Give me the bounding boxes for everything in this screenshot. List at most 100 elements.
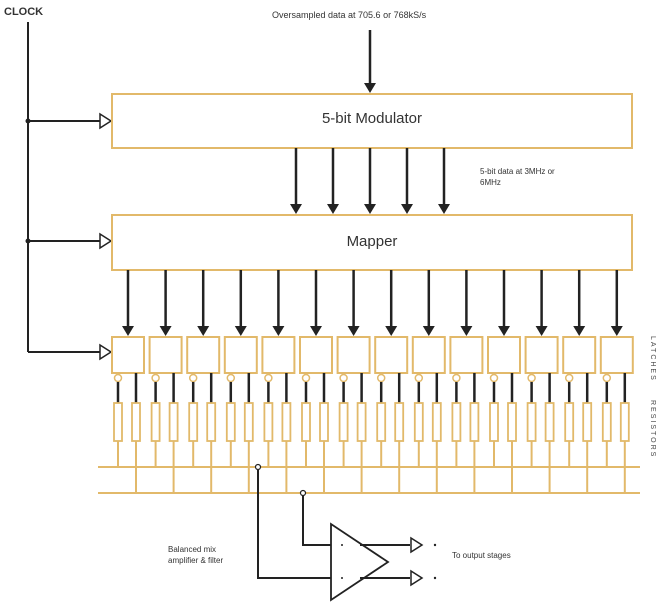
resistor-icon xyxy=(413,402,424,442)
latch-block xyxy=(562,336,597,374)
mapper-output-arrow-icon-head xyxy=(535,326,548,336)
output-arrow-icon xyxy=(410,569,424,587)
amp-input-positive xyxy=(302,496,331,546)
latch-block xyxy=(261,336,296,374)
resistor-icon xyxy=(263,402,274,442)
latch-block xyxy=(223,336,258,374)
resistor-icon xyxy=(113,402,123,442)
resistor-icon xyxy=(188,402,199,442)
resistor-icon xyxy=(338,402,349,442)
resistor-icon xyxy=(168,402,179,442)
output-label: To output stages xyxy=(452,551,511,560)
input-arrow-icon-head xyxy=(364,83,376,93)
resistor-icon xyxy=(376,402,387,442)
resistor-icon xyxy=(526,402,537,442)
latch-block xyxy=(336,336,371,374)
resistor-icon xyxy=(225,402,236,442)
mapper-output-arrow-icon-head xyxy=(122,326,134,336)
amp-pin-dot xyxy=(341,544,343,546)
inverted-output-icon xyxy=(376,373,386,383)
mapper-output-arrow-icon-head xyxy=(385,326,398,336)
latch-block xyxy=(599,336,634,374)
input-label: Oversampled data at 705.6 or 768kS/s xyxy=(272,10,427,20)
modulator-block xyxy=(111,93,633,149)
resistor-icon xyxy=(507,402,517,442)
amplifier-triangle-icon xyxy=(330,522,390,602)
inverted-output-icon xyxy=(452,373,461,383)
resistor-icon xyxy=(394,402,405,442)
resistor-icon xyxy=(431,402,442,442)
amplifier-label: Balanced mix amplifier & filter xyxy=(168,545,224,565)
resistor-icon xyxy=(243,402,254,442)
inverted-output-icon xyxy=(113,373,123,383)
mapper-output-arrow-icon-head xyxy=(310,326,322,336)
junction-dot xyxy=(25,238,31,244)
amp-input-negative xyxy=(257,470,331,579)
mapper-label: Mapper xyxy=(346,233,398,250)
inverted-output-icon xyxy=(226,373,236,383)
inverted-output-icon xyxy=(339,373,348,383)
mapper-output-arrow-icon-head xyxy=(272,326,285,336)
terminal-dot xyxy=(433,543,437,547)
mapper-block xyxy=(111,214,633,271)
latch-block xyxy=(111,336,145,374)
resistor-icon xyxy=(301,402,311,442)
clock-input-arrow-icon xyxy=(99,112,113,130)
output-arrow-icon xyxy=(410,536,424,554)
resistor-icon xyxy=(544,402,555,442)
bit-line-arrow-icon-head xyxy=(438,204,450,214)
clock-input-arrow-icon xyxy=(99,343,113,361)
mapper-output-arrow-icon-head xyxy=(234,326,247,336)
mapper-output-arrow-icon-head xyxy=(197,326,210,336)
resistor-icon xyxy=(619,402,630,442)
resistor-icon xyxy=(150,402,161,442)
latch-block xyxy=(148,336,183,374)
resistor-icon xyxy=(489,402,499,442)
mapper-output-arrow-icon-head xyxy=(573,326,586,336)
resistor-icon xyxy=(601,402,612,442)
inverted-output-icon xyxy=(489,373,499,383)
clock-label: CLOCK xyxy=(4,6,44,18)
inverted-output-icon xyxy=(564,373,574,383)
modulator-label: 5-bit Modulator xyxy=(321,110,423,127)
latch-block xyxy=(449,336,484,374)
resistor-icon xyxy=(469,402,480,442)
inverted-output-icon xyxy=(527,373,536,383)
bit-line-arrow-icon-head xyxy=(401,204,413,214)
resistor-icon xyxy=(206,402,217,442)
terminal-dot xyxy=(433,576,437,580)
resistor-icon xyxy=(564,402,575,442)
latches-label: LATCHES xyxy=(649,336,656,382)
inverted-output-icon xyxy=(301,373,311,383)
inverted-output-icon xyxy=(151,373,160,383)
junction-dot xyxy=(254,463,262,471)
bits-label: 5-bit data at 3MHz or 6MHz xyxy=(480,167,555,187)
bit-line-arrow-icon-head xyxy=(327,204,339,214)
resistor-icon xyxy=(451,402,462,442)
bit-line-arrow-icon-head xyxy=(364,204,376,214)
mapper-output-arrow-icon-head xyxy=(460,326,473,336)
resistor-icon xyxy=(582,402,593,442)
latch-block xyxy=(524,336,559,374)
mapper-output-arrow-icon-head xyxy=(498,326,510,336)
inverted-output-icon xyxy=(264,373,273,383)
inverted-output-icon xyxy=(602,373,612,383)
latch-block xyxy=(411,336,446,374)
resistor-icon xyxy=(319,402,329,442)
mapper-output-arrow-icon-head xyxy=(159,326,172,336)
inverted-output-icon xyxy=(414,373,424,383)
junction-dot xyxy=(299,489,307,497)
resistor-icon xyxy=(131,402,141,442)
resistor-icon xyxy=(281,402,292,442)
mapper-output-arrow-icon-head xyxy=(347,326,360,336)
latch-block xyxy=(186,336,221,374)
resistor-icon xyxy=(356,402,367,442)
junction-dot xyxy=(25,118,31,124)
inverted-output-icon xyxy=(188,373,198,383)
amp-pin-dot xyxy=(341,577,343,579)
resistors-label: RESISTORS xyxy=(649,400,656,459)
latch-block xyxy=(487,336,521,374)
latch-block xyxy=(299,336,333,374)
